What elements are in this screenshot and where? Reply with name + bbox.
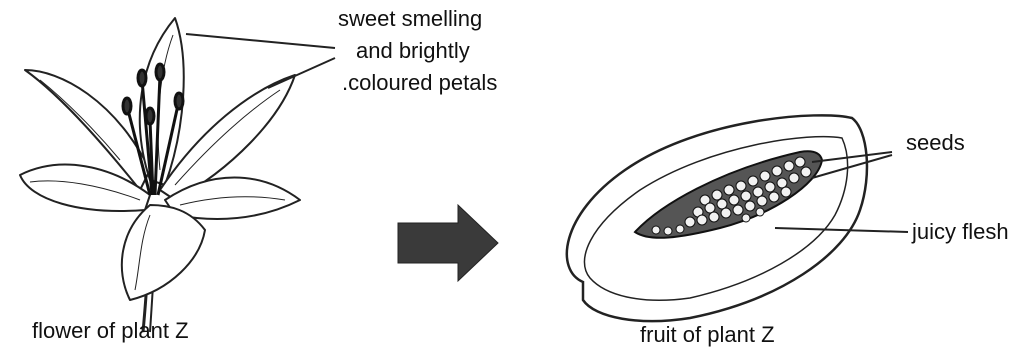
petals-label-line3: .coloured petals: [342, 70, 497, 96]
arrow-icon: [398, 205, 498, 281]
juicy-flesh-label: juicy flesh: [912, 219, 1009, 245]
flower-caption: flower of plant Z: [32, 318, 189, 344]
fruit-caption: fruit of plant Z: [640, 322, 775, 348]
petal-pointer-lines: [186, 34, 335, 88]
petals-label-line2: and brightly: [356, 38, 470, 64]
petals-label-line1: sweet smelling: [338, 6, 482, 32]
seeds-label: seeds: [906, 130, 965, 156]
flower-drawing: [20, 18, 300, 332]
